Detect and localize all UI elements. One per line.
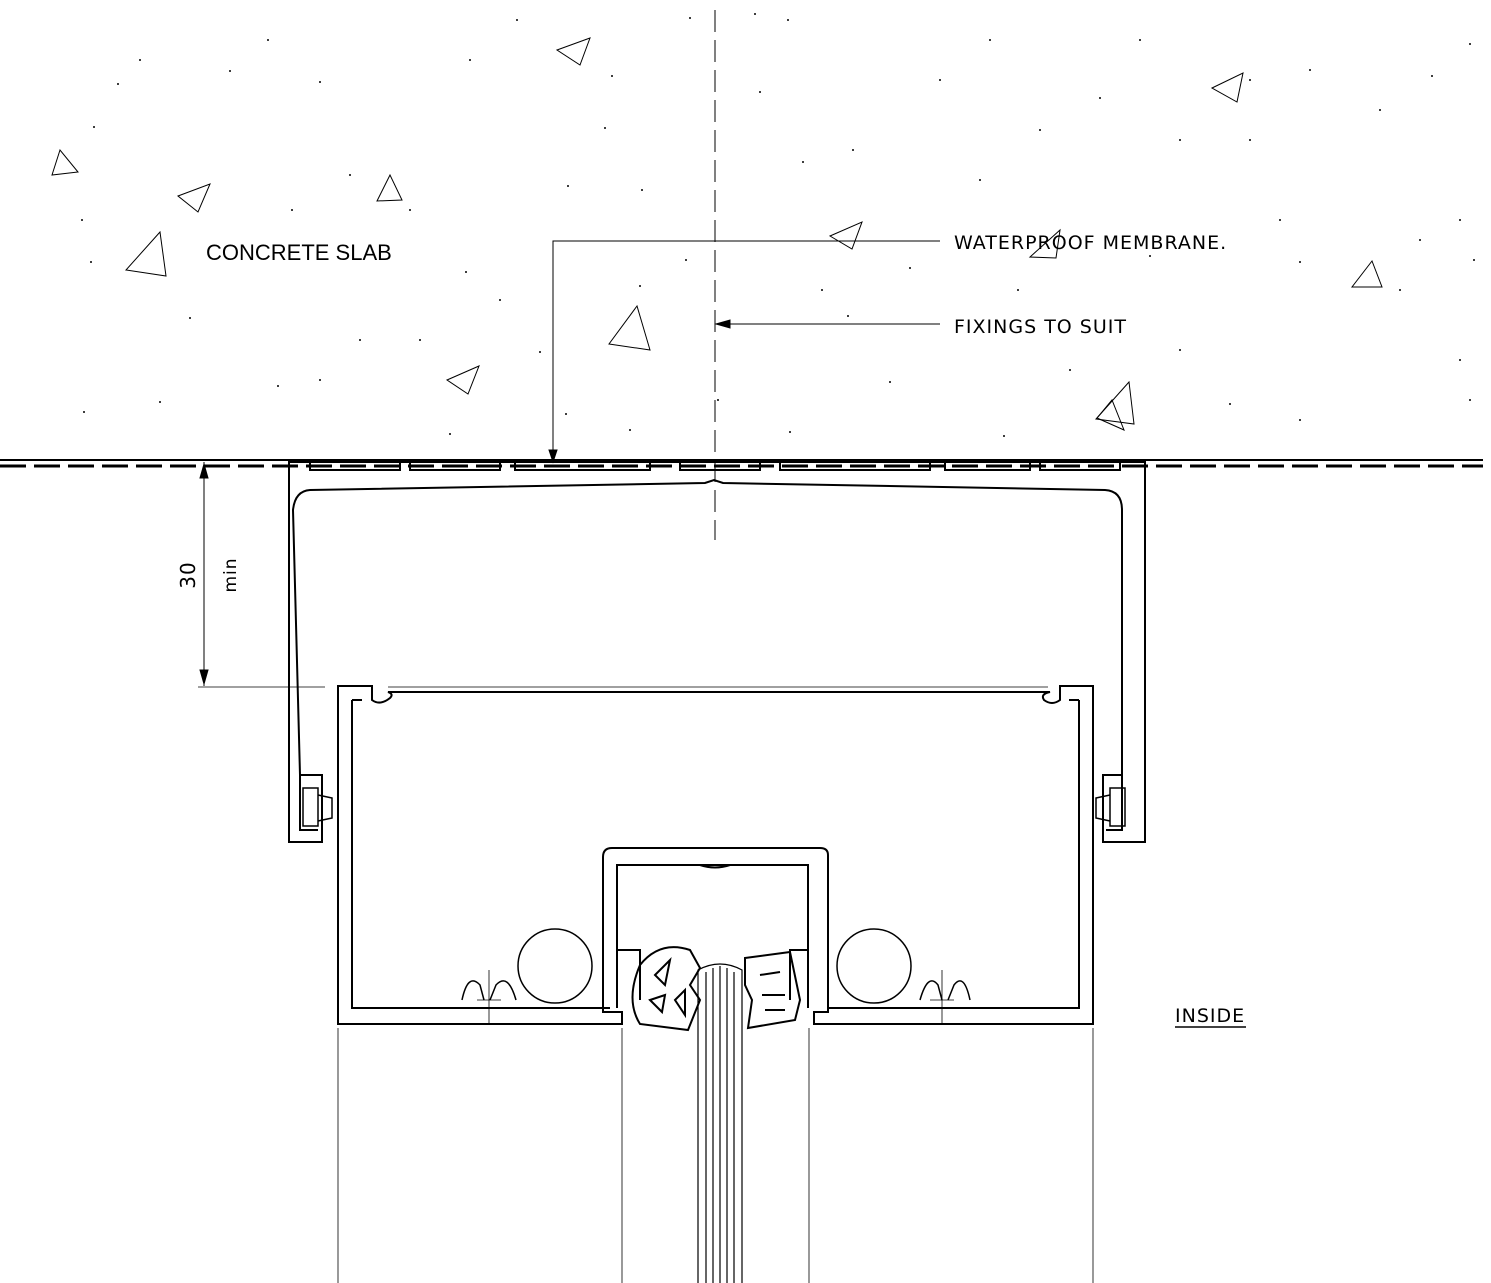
glazing-clips (461, 970, 971, 1024)
dimension-qualifier: min (221, 557, 241, 592)
dimension-value: 30 (176, 561, 200, 588)
slab-soffit-line (0, 459, 1483, 468)
backer-rod-left (517, 928, 593, 1004)
inside-label: INSIDE (1175, 1005, 1245, 1027)
concrete-slab-label: CONCRETE SLAB (206, 240, 392, 265)
waterproof-membrane-label: WATERPROOF MEMBRANE. (954, 232, 1227, 254)
glazing-gaskets (631, 946, 802, 1032)
side-connectors (302, 787, 1126, 827)
fixings-leader (714, 319, 940, 329)
dimension-30-min (198, 462, 1048, 688)
fixings-label: FIXINGS TO SUIT (954, 316, 1127, 338)
membrane-leader (548, 240, 940, 464)
frame-sight-lines (337, 1028, 1094, 1283)
glazing-panel (697, 963, 743, 1283)
backer-rod-right (836, 928, 912, 1004)
head-frame-profile (337, 685, 1094, 1025)
concrete-slab-hatch (51, 13, 1475, 437)
head-receiver-channel (288, 461, 1146, 843)
